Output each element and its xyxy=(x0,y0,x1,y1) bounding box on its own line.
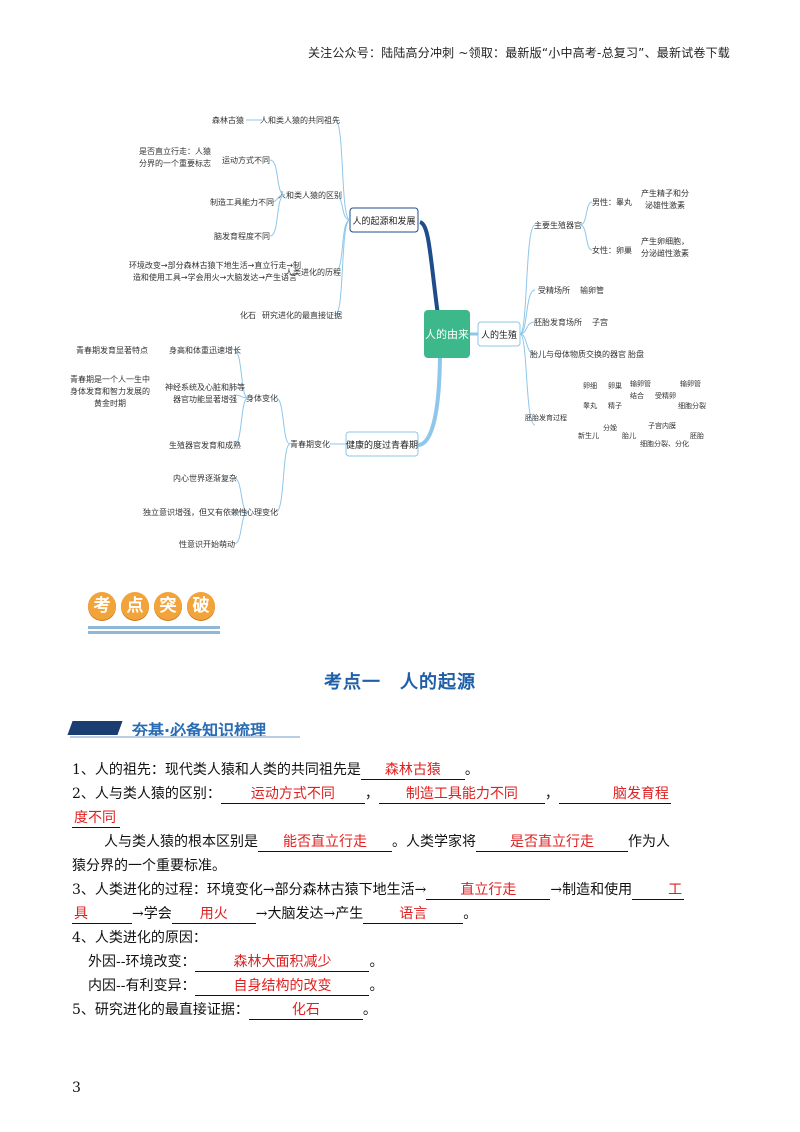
line-2: 2、人与类人猿的区别：运动方式不同，制造工具能力不同，脑发育程 xyxy=(72,786,671,804)
mm-ancestor-leaf: 森林古猿 xyxy=(212,115,244,125)
line-4: 3、人类进化的过程：环境变化→部分森林古猿下地生活→直立行走→制造和使用工 xyxy=(72,882,685,900)
mm-evolution: 人类进化的历程 xyxy=(285,267,341,277)
line-7: 内因--有利变异：自身结构的改变。 xyxy=(88,978,384,996)
line-4b: 具→学会用火→大脑发达→产生语言。 xyxy=(72,906,478,924)
mm-mind-1: 内心世界逐渐复杂 xyxy=(173,473,237,483)
mm-body: 身体变化 xyxy=(246,393,278,403)
mm-process: 胚胎发育过程 xyxy=(525,413,567,422)
svg-text:输卵管: 输卵管 xyxy=(630,379,651,388)
mm-diff-motion-leaf2: 分界的一个重要标志 xyxy=(139,158,211,168)
mm-evolution-leaf1: 环境改变→部分森林古猿下地生活→直立行走→制 xyxy=(129,260,301,270)
line-8: 5、研究进化的最直接证据：化石。 xyxy=(72,1002,377,1020)
mm-evolution-leaf2: 造和使用工具→学会用火→大脑发达→产生语言 xyxy=(133,272,297,282)
mm-organs: 主要生殖器官 xyxy=(534,220,582,230)
mm-changes: 青春期变化 xyxy=(290,439,330,449)
svg-text:分娩: 分娩 xyxy=(603,423,617,432)
svg-text:胎儿: 胎儿 xyxy=(622,431,636,440)
svg-text:卵细: 卵细 xyxy=(583,381,597,390)
line-2b: 度不同 xyxy=(72,806,732,830)
section-badge: 考 点 突 破 xyxy=(88,590,228,634)
mm-body-nerve1: 神经系统及心脏和肺等 xyxy=(165,382,245,392)
mm-male: 男性：睾丸 xyxy=(592,197,632,207)
mm-diff-tools: 制造工具能力不同 xyxy=(210,197,274,207)
mindmap-root-label: 人的由来 xyxy=(425,327,469,341)
mm-fertilization: 受精场所 xyxy=(538,285,570,295)
mm-mind-2: 独立意识增强，但又有依赖性 xyxy=(143,507,247,517)
mm-ancestor: 人和类人猿的共同祖先 xyxy=(260,115,340,125)
page-number: 3 xyxy=(72,1080,81,1096)
knowledge-content: 1、人的祖先：现代类人猿和人类的共同祖先是森林古猿。 2、人与类人猿的区别：运动… xyxy=(72,758,732,1022)
mm-evidence: 研究进化的最直接证据 xyxy=(262,310,342,320)
line-5: 4、人类进化的原因： xyxy=(72,930,207,946)
mm-mind-3: 性意识开始萌动 xyxy=(179,539,235,549)
section-title: 考点一 人的起源 xyxy=(324,672,476,693)
mm-male-leaf2: 泌雄性激素 xyxy=(645,200,685,210)
mm-development-leaf: 子宫 xyxy=(592,317,608,327)
svg-text:新生儿: 新生儿 xyxy=(578,431,599,440)
mm-evidence-leaf: 化石 xyxy=(240,310,256,320)
mm-body-height: 身高和体重迅速增长 xyxy=(169,345,241,355)
mm-body-height-leaf: 青春期发育显著特点 xyxy=(76,345,148,355)
svg-text:细胞分裂、分化: 细胞分裂、分化 xyxy=(640,439,689,448)
svg-text:受精卵: 受精卵 xyxy=(655,391,676,400)
mm-diff-motion: 运动方式不同 xyxy=(222,155,270,165)
mindmap-branch-puberty: 健康的度过青春期 xyxy=(346,439,418,451)
subheading: 夯基·必备知识梳理 xyxy=(67,715,300,741)
mindmap-root-node xyxy=(424,310,470,358)
svg-text:细胞分裂: 细胞分裂 xyxy=(678,401,706,410)
mind-map: 人的由来 人的起源和发展 人和类人猿的共同祖先 森林古猿 人和类人猿的区别 运动… xyxy=(70,115,706,549)
mm-female: 女性：卵巢 xyxy=(592,245,632,255)
svg-text:卵巢: 卵巢 xyxy=(608,381,622,390)
mm-difference: 人和类人猿的区别 xyxy=(278,190,342,200)
mm-male-leaf1: 产生精子和分 xyxy=(641,188,689,198)
mm-body-nerve-leaf3: 黄金时期 xyxy=(94,398,126,408)
mindmap-branch-origin: 人的起源和发展 xyxy=(352,215,415,227)
svg-text:胚胎: 胚胎 xyxy=(690,431,704,440)
mm-female-leaf1: 产生卵细胞， xyxy=(641,236,689,246)
svg-text:输卵管: 输卵管 xyxy=(680,379,701,388)
mm-exchange: 胎儿与母体物质交换的器官 xyxy=(530,349,626,359)
mm-diff-brain: 脑发育程度不同 xyxy=(214,231,270,241)
svg-text:子宫内膜: 子宫内膜 xyxy=(648,421,676,430)
line-3: 人与类人猿的根本区别是能否直立行走。人类学家将是否直立行走作为人 xyxy=(104,834,670,852)
line-6: 外因--环境改变：森林大面积减少。 xyxy=(88,954,384,972)
mm-mind: 心理变化 xyxy=(246,507,278,517)
mm-fertilization-leaf: 输卵管 xyxy=(580,285,604,295)
mm-body-nerve-leaf1: 青春期是一个人一生中 xyxy=(70,374,150,384)
mm-diff-motion-leaf1: 是否直立行走：人猿 xyxy=(139,146,211,156)
mm-process-flow: 卵细 卵巢 睾丸 精子 输卵管 结合 受精卵 输卵管 细胞分裂 分娩 胎儿 子宫… xyxy=(578,379,706,448)
mm-body-nerve2: 器官功能显著增强 xyxy=(173,394,237,404)
svg-text:精子: 精子 xyxy=(608,401,622,410)
mm-exchange-leaf: 胎盘 xyxy=(628,349,644,359)
mindmap-branch-reproduction: 人的生殖 xyxy=(481,329,517,341)
svg-text:睾丸: 睾丸 xyxy=(583,401,597,410)
line-3b: 猿分界的一个重要标准。 xyxy=(72,858,226,874)
mm-development: 胚胎发育场所 xyxy=(534,317,582,327)
mm-female-leaf2: 分泌雌性激素 xyxy=(641,248,689,258)
mm-body-sex: 生殖器官发育和成熟 xyxy=(169,440,241,450)
page-header: 关注公众号：陆陆高分冲刺 ~领取：最新版“小中高考-总复习”、最新试卷下载 xyxy=(307,46,730,60)
mm-body-nerve-leaf2: 身体发育和智力发展的 xyxy=(70,386,150,396)
line-1: 1、人的祖先：现代类人猿和人类的共同祖先是森林古猿。 xyxy=(72,762,479,780)
svg-text:结合: 结合 xyxy=(630,391,644,400)
